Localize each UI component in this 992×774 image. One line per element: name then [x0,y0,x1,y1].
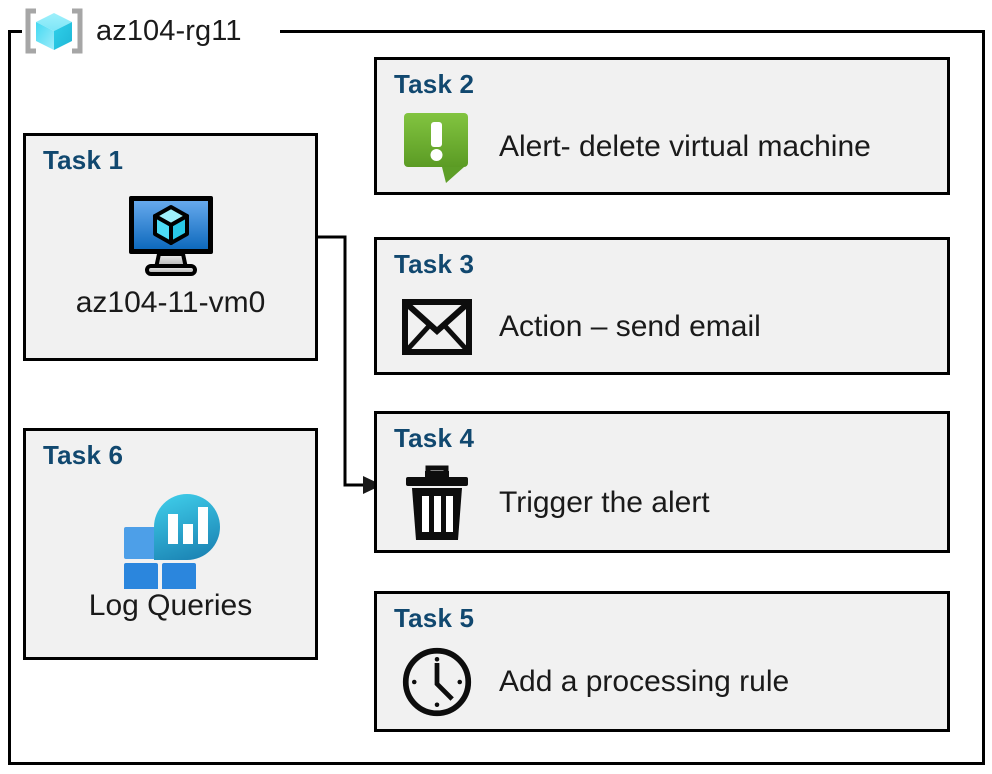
log-analytics-icon [116,481,226,595]
card-task2[interactable]: Task 2 Alert- delete virtual machine [374,57,950,195]
card-task4[interactable]: Task 4 Trigger the alert [374,411,950,553]
card-task6[interactable]: Task 6 Log Queries [23,428,318,660]
card-task6-label: Log Queries [88,589,253,622]
card-task4-label: Trigger the alert [499,485,710,519]
card-task1-title: Task 1 [43,145,124,175]
resource-group-name: az104-rg11 [96,14,242,47]
virtual-machine-icon [123,192,219,283]
card-task2-title: Task 2 [394,69,475,99]
resource-group-container [8,30,985,765]
resource-group-header: az104-rg11 [22,2,242,60]
card-task1-label: az104-11-vm0 [75,286,266,319]
card-task6-title: Task 6 [43,440,124,470]
card-task3-title: Task 3 [394,249,475,279]
resource-group-cube-icon [22,5,86,57]
card-task3-label: Action – send email [499,309,761,343]
trash-delete-icon [401,465,473,540]
alert-bubble-icon [401,111,473,183]
card-task5-title: Task 5 [394,603,475,633]
clock-icon [401,646,473,718]
card-task5[interactable]: Task 5 Add a processing rule [374,591,950,732]
card-task3[interactable]: Task 3 Action – send email [374,237,950,375]
card-task1[interactable]: Task 1 az104-11-vm0 [23,133,318,361]
card-task5-label: Add a processing rule [499,665,790,698]
card-task4-title: Task 4 [394,423,475,453]
email-envelope-icon [401,291,473,363]
card-task2-label: Alert- delete virtual machine [499,129,871,163]
